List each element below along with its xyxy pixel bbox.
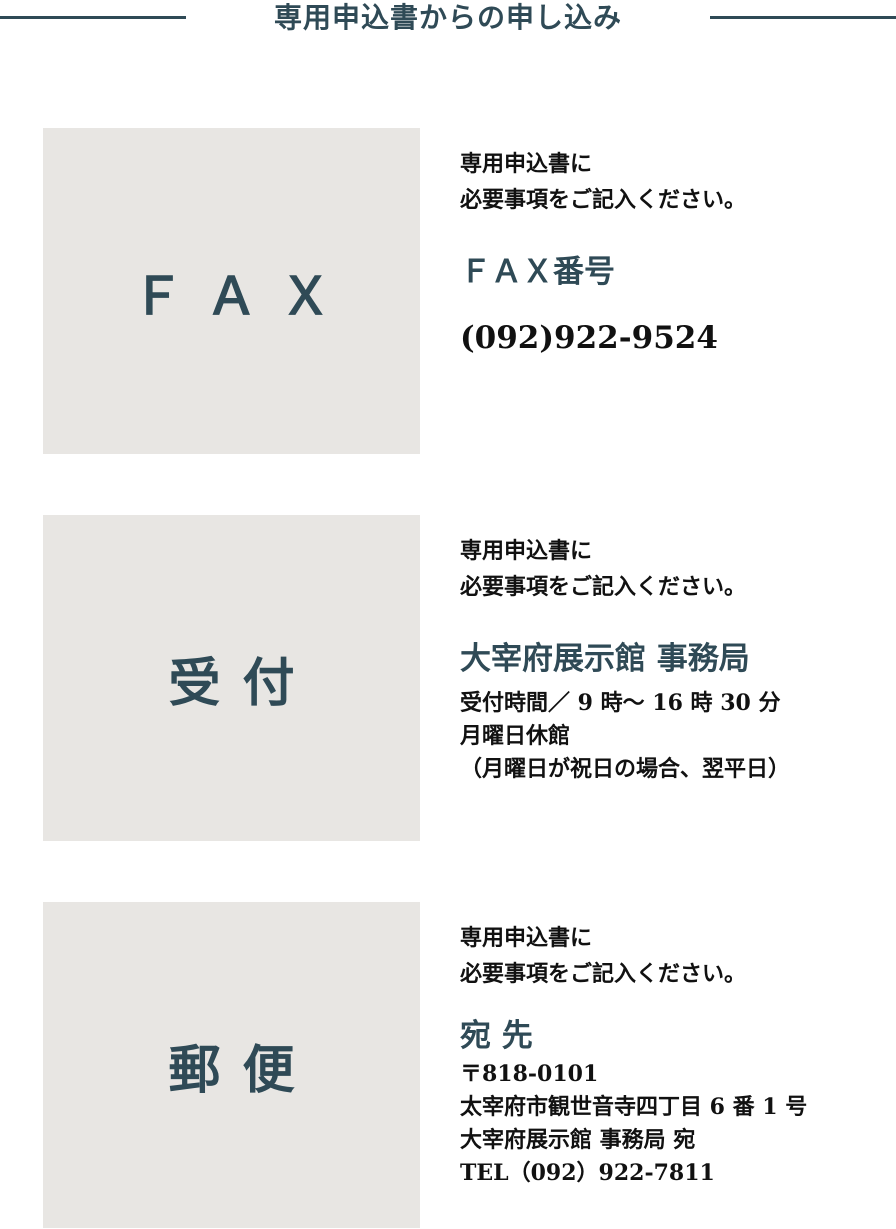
fax-label-box: ＦＡＸ <box>43 128 420 454</box>
reception-label-box: 受付 <box>43 515 420 841</box>
reception-section: 受付 専用申込書に 必要事項をご記入ください。 大宰府展示館 事務局 受付時間／… <box>0 515 896 841</box>
mail-label-box: 郵便 <box>43 902 420 1228</box>
mail-recipient: 大宰府展示館 事務局 宛 <box>460 1127 696 1153</box>
reception-hours: 受付時間／ 9 時〜 16 時 30 分 <box>460 690 781 716</box>
fax-label: ＦＡＸ <box>131 265 354 327</box>
mail-intro-line2: 必要事項をご記入ください。 <box>460 961 747 987</box>
mail-section: 郵便 専用申込書に 必要事項をご記入ください。 宛 先 〒818-0101 太宰… <box>0 902 896 1228</box>
section-header: 専用申込書からの申し込み <box>0 0 896 40</box>
reception-label: 受付 <box>168 652 317 714</box>
fax-intro-line1: 専用申込書に <box>460 151 593 177</box>
header-divider-left <box>0 16 186 19</box>
reception-intro-line1: 専用申込書に <box>460 538 593 564</box>
fax-number: (092)922-9524 <box>460 320 718 356</box>
mail-info: 専用申込書に 必要事項をご記入ください。 宛 先 〒818-0101 太宰府市観… <box>460 920 890 1190</box>
page-title: 専用申込書からの申し込み <box>273 1 622 34</box>
reception-intro-line2: 必要事項をご記入ください。 <box>460 574 747 600</box>
fax-section: ＦＡＸ 専用申込書に 必要事項をご記入ください。 ＦＡＸ番号 (092)922-… <box>0 128 896 454</box>
reception-heading: 大宰府展示館 事務局 <box>460 641 750 677</box>
mail-address: 太宰府市観世音寺四丁目 6 番 1 号 <box>460 1094 808 1120</box>
fax-intro-line2: 必要事項をご記入ください。 <box>460 187 747 213</box>
mail-postal-code: 〒818-0101 <box>460 1061 599 1087</box>
mail-label: 郵便 <box>168 1039 317 1101</box>
mail-intro-line1: 専用申込書に <box>460 925 593 951</box>
fax-info: 専用申込書に 必要事項をご記入ください。 ＦＡＸ番号 (092)922-9524 <box>460 146 890 358</box>
reception-holiday-note: （月曜日が祝日の場合、翌平日） <box>460 756 791 782</box>
reception-info: 専用申込書に 必要事項をご記入ください。 大宰府展示館 事務局 受付時間／ 9 … <box>460 533 890 786</box>
reception-closed-day: 月曜日休館 <box>460 723 571 749</box>
mail-phone: TEL（092）922-7811 <box>460 1160 715 1186</box>
header-divider-right <box>710 16 896 19</box>
mail-heading: 宛 先 <box>460 1018 533 1054</box>
fax-heading: ＦＡＸ番号 <box>460 254 615 290</box>
